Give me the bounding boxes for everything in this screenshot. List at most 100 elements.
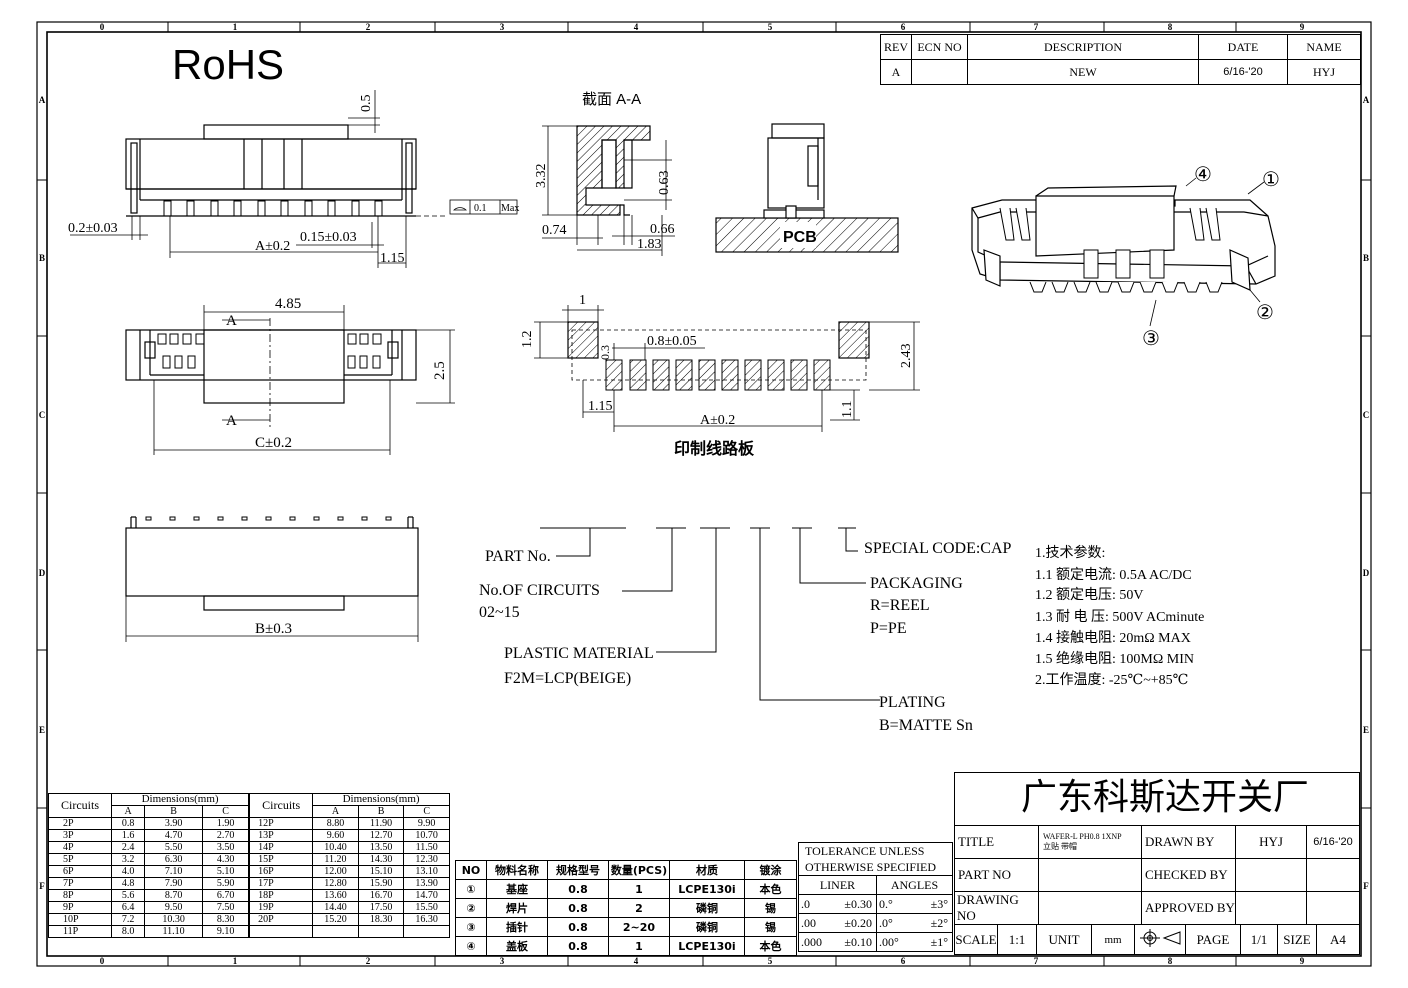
tolerance-cell: .00±0.20 [798, 913, 877, 933]
unit-value: mm [1091, 924, 1135, 955]
section-marker: A [226, 413, 237, 429]
col-label: 2 [366, 22, 371, 32]
date-header: DATE [1198, 34, 1288, 60]
dim-cell: 9.90 [403, 817, 450, 830]
bom-cell: ③ [455, 917, 487, 937]
dim-label: 1.15 [380, 251, 405, 266]
col-label: 4 [634, 22, 639, 32]
tolerance-value: ±3° [930, 896, 948, 911]
bom-cell: 锡 [744, 898, 797, 918]
dim-label: 4.85 [275, 296, 301, 312]
bom-cell: 盖板 [486, 936, 548, 956]
circuit-cell: 10P [48, 913, 112, 926]
title-block-table: TITLE WAFER-L PH0.8 1XNP 立贴 带帽 DRAWN BY … [954, 825, 1360, 925]
dim-cell: 6.30 [144, 853, 203, 866]
isometric-view [971, 177, 1276, 327]
col-label: 8 [1168, 956, 1173, 966]
dim-label: 2.5 [432, 361, 448, 380]
bom-cell: LCPE130i [669, 936, 745, 956]
bom-cell: 0.8 [547, 879, 609, 899]
dim-cell: 8.80 [312, 817, 359, 830]
dim-cell: 3.2 [110, 853, 146, 866]
dim-cell: 7.90 [144, 877, 203, 890]
row-label: D [1363, 568, 1370, 578]
approved-date [1306, 891, 1360, 925]
tolerance-cell: 0.°±3° [876, 894, 953, 914]
dim-cell: 5.10 [201, 865, 250, 878]
drawn-by-name: HYJ [1235, 825, 1307, 859]
dim-label: 0.66 [650, 222, 675, 237]
bottom-view [125, 516, 419, 642]
plating-label: PLATING [879, 694, 946, 711]
spec-line: 1.5 绝缘电阻: 100MΩ MIN [1035, 651, 1194, 667]
bom-header-spec: 规格型号 [547, 860, 609, 880]
dim-cell: 11.20 [312, 853, 359, 866]
dim-cell: 10.30 [144, 913, 203, 926]
row-label: B [1363, 253, 1369, 263]
dim-label: 0.3 [598, 345, 612, 360]
col-label: 8 [1168, 22, 1173, 32]
tolerance-cell: .0°±2° [876, 913, 953, 933]
row-label: A [39, 95, 46, 105]
dim-cell: 9.50 [144, 901, 203, 914]
dim-label: 0.63 [657, 171, 672, 196]
dim-label: A±0.2 [255, 239, 290, 254]
circuits-header: Circuits [248, 793, 314, 818]
bom-cell: 1 [608, 879, 670, 899]
tolerance-value: ±0.30 [844, 896, 872, 911]
circuit-cell: 13P [248, 829, 314, 842]
bom-cell: ① [455, 879, 487, 899]
bom-cell: 2~20 [608, 917, 670, 937]
dim-label: 1 [579, 293, 586, 308]
drawing-no-label: DRAWING NO [954, 891, 1039, 925]
dim-cell: 3.50 [201, 841, 250, 854]
dim-cell: 10.40 [312, 841, 359, 854]
section-view [542, 125, 675, 256]
bom-cell: 磷铜 [669, 898, 745, 918]
dim-label: 0.8±0.05 [647, 334, 697, 349]
dim-label: 0.2±0.03 [68, 221, 118, 236]
liner-header: LINER [798, 875, 877, 895]
col-label: 1 [233, 22, 238, 32]
dims-header: Dimensions(mm) [111, 793, 250, 806]
callout-4: ④ [1194, 164, 1212, 186]
unit-label: UNIT [1036, 924, 1092, 955]
tolerance-value: ±1° [930, 934, 948, 949]
bom-cell: 0.8 [547, 917, 609, 937]
tolerance-row: .000±0.10.00°±1° [798, 932, 953, 952]
dim-cell: 7.10 [144, 865, 203, 878]
dim-cell: 12.70 [357, 829, 405, 842]
tolerance-digits: .00 [801, 915, 816, 930]
bom-cell: 0.8 [547, 936, 609, 956]
dim-label: C±0.2 [255, 435, 292, 451]
tolerance-cell: .0±0.30 [798, 894, 877, 914]
col-label: 3 [500, 22, 505, 32]
row-label: A [1363, 95, 1370, 105]
spec-line: 1.4 接触电阻: 20mΩ MAX [1035, 629, 1191, 646]
part-no-label: PART No. [485, 548, 551, 565]
company-name: 广东科斯达开关厂 [1021, 776, 1310, 817]
dim-cell: 14.30 [357, 853, 405, 866]
col-label: 2 [366, 956, 371, 966]
bom-header-name: 物料名称 [486, 860, 548, 880]
dim-cell: 15.10 [357, 865, 405, 878]
circuit-cell: 14P [248, 841, 314, 854]
circuit-cell: 20P [248, 913, 314, 926]
row-label: F [1363, 881, 1369, 891]
date-value: 6/16-'20 [1198, 59, 1288, 85]
circuits-header: Circuits [48, 793, 112, 818]
circuit-cell: 6P [48, 865, 112, 878]
dim-cell: 13.90 [403, 877, 450, 890]
ecn-value [911, 59, 968, 85]
